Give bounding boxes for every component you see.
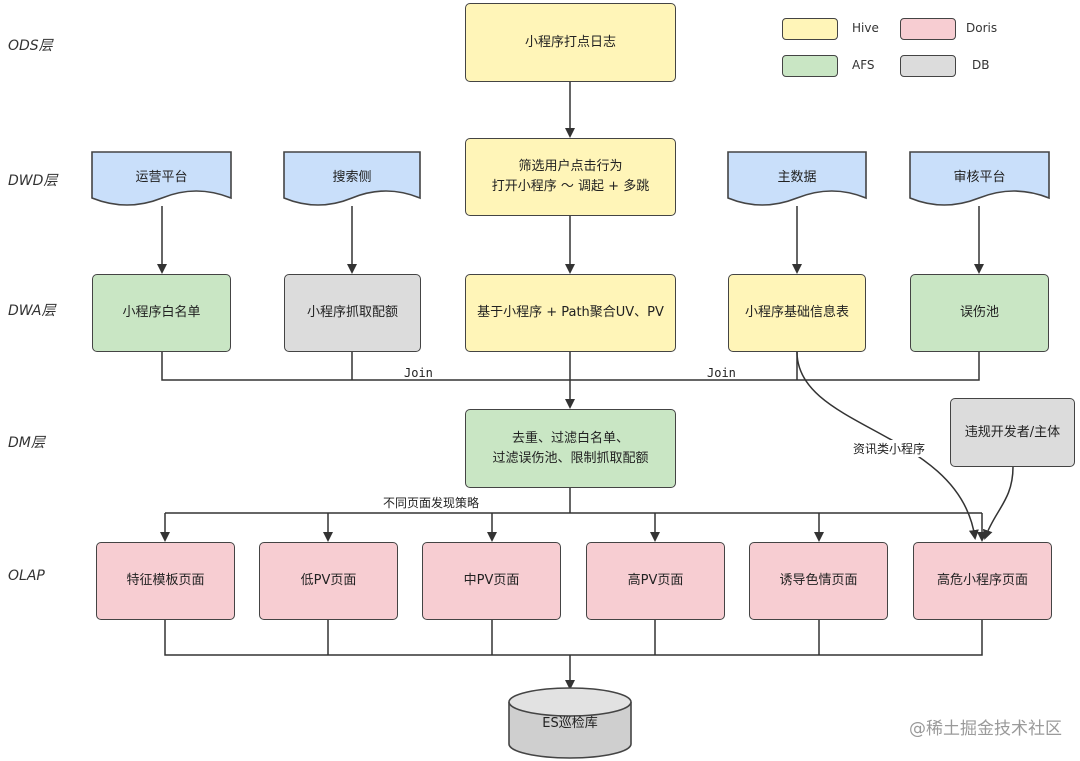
- legend-db-label: DB: [972, 58, 990, 72]
- legend-db-swatch: [900, 55, 956, 77]
- layer-olap: OLAP: [8, 568, 45, 584]
- layer-dm: DM层: [8, 435, 45, 451]
- legend-afs-swatch: [782, 55, 838, 77]
- src-ops-label: 运营平台: [135, 170, 188, 185]
- edge-label-strategy: 不同页面发现策略: [383, 496, 480, 510]
- node-dm-dedup: 去重、过滤白名单、 过滤误伤池、限制抓取配额: [465, 409, 676, 488]
- node-dwa-info: 小程序基础信息表: [728, 274, 866, 352]
- legend-doris-label: Doris: [966, 21, 998, 35]
- node-es: ES巡检库: [542, 716, 598, 731]
- legend-afs-label: AFS: [852, 58, 875, 72]
- src-search-label: 搜索侧: [332, 170, 372, 185]
- src-ops-shape: [91, 151, 232, 206]
- src-master-shape: [727, 151, 867, 206]
- node-dwd-filter: 筛选用户点击行为 打开小程序 ～ 调起 + 多跳: [465, 138, 676, 216]
- node-dwa-fp: 误伤池: [910, 274, 1049, 352]
- node-violator: 违规开发者/主体: [950, 398, 1075, 467]
- legend-hive-swatch: [782, 18, 838, 40]
- es-cylinder-body: [508, 702, 632, 759]
- layer-dwa: DWA层: [8, 303, 56, 319]
- edge-label-join-right: Join: [707, 366, 736, 380]
- src-search-shape: [283, 151, 421, 206]
- src-audit-label: 审核平台: [953, 170, 1006, 185]
- node-olap-template: 特征模板页面: [96, 542, 235, 620]
- node-dwa-quota: 小程序抓取配额: [284, 274, 421, 352]
- node-olap-mid-pv: 中PV页面: [422, 542, 561, 620]
- watermark: @稀土掘金技术社区: [909, 719, 1062, 739]
- node-ods-log: 小程序打点日志: [465, 3, 676, 82]
- layer-dwd: DWD层: [8, 173, 58, 189]
- legend-doris-swatch: [900, 18, 956, 40]
- edge-news-curve: [796, 351, 979, 540]
- src-audit-shape: [909, 151, 1050, 206]
- node-dwa-whitelist: 小程序白名单: [92, 274, 231, 352]
- edge-label-join-left: Join: [404, 366, 433, 380]
- legend-hive-label: Hive: [852, 21, 879, 35]
- layer-ods: ODS层: [8, 38, 53, 54]
- node-olap-porn: 诱导色情页面: [749, 542, 888, 620]
- src-master-label: 主数据: [777, 170, 817, 185]
- es-cylinder-top: [508, 687, 632, 717]
- edge-label-news: 资讯类小程序: [853, 440, 926, 457]
- edge-violator-curve: [982, 466, 1014, 540]
- node-dwa-agg: 基于小程序 + Path聚合UV、PV: [465, 274, 676, 352]
- node-olap-risk: 高危小程序页面: [913, 542, 1052, 620]
- edge-olap-es-bus: [164, 620, 983, 656]
- node-olap-low-pv: 低PV页面: [259, 542, 398, 620]
- node-olap-high-pv: 高PV页面: [586, 542, 725, 620]
